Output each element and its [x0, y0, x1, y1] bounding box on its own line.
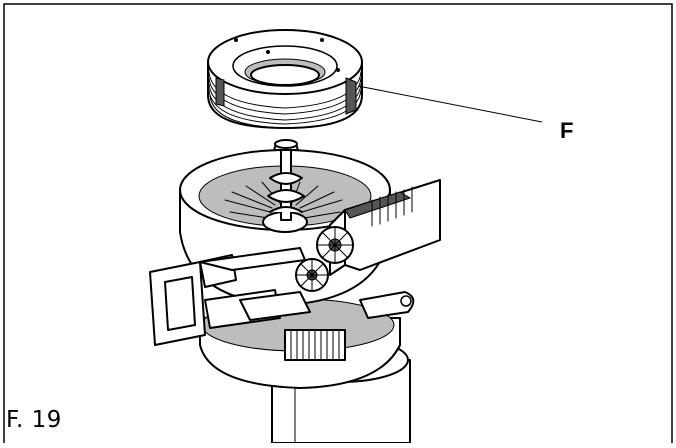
- figure-frame: [3, 3, 673, 443]
- bevel-gear-upper: [316, 226, 354, 264]
- callout-label-f: F: [560, 118, 574, 143]
- callout-leader-line: [357, 85, 543, 123]
- bevel-gear-lower: [295, 258, 329, 292]
- drive-pinion: [284, 329, 346, 361]
- figure-number-label: F. 19: [6, 407, 62, 433]
- dosing-chute: [149, 247, 311, 346]
- adjustment-ring-part: [207, 29, 363, 129]
- feed-auger: [267, 139, 305, 221]
